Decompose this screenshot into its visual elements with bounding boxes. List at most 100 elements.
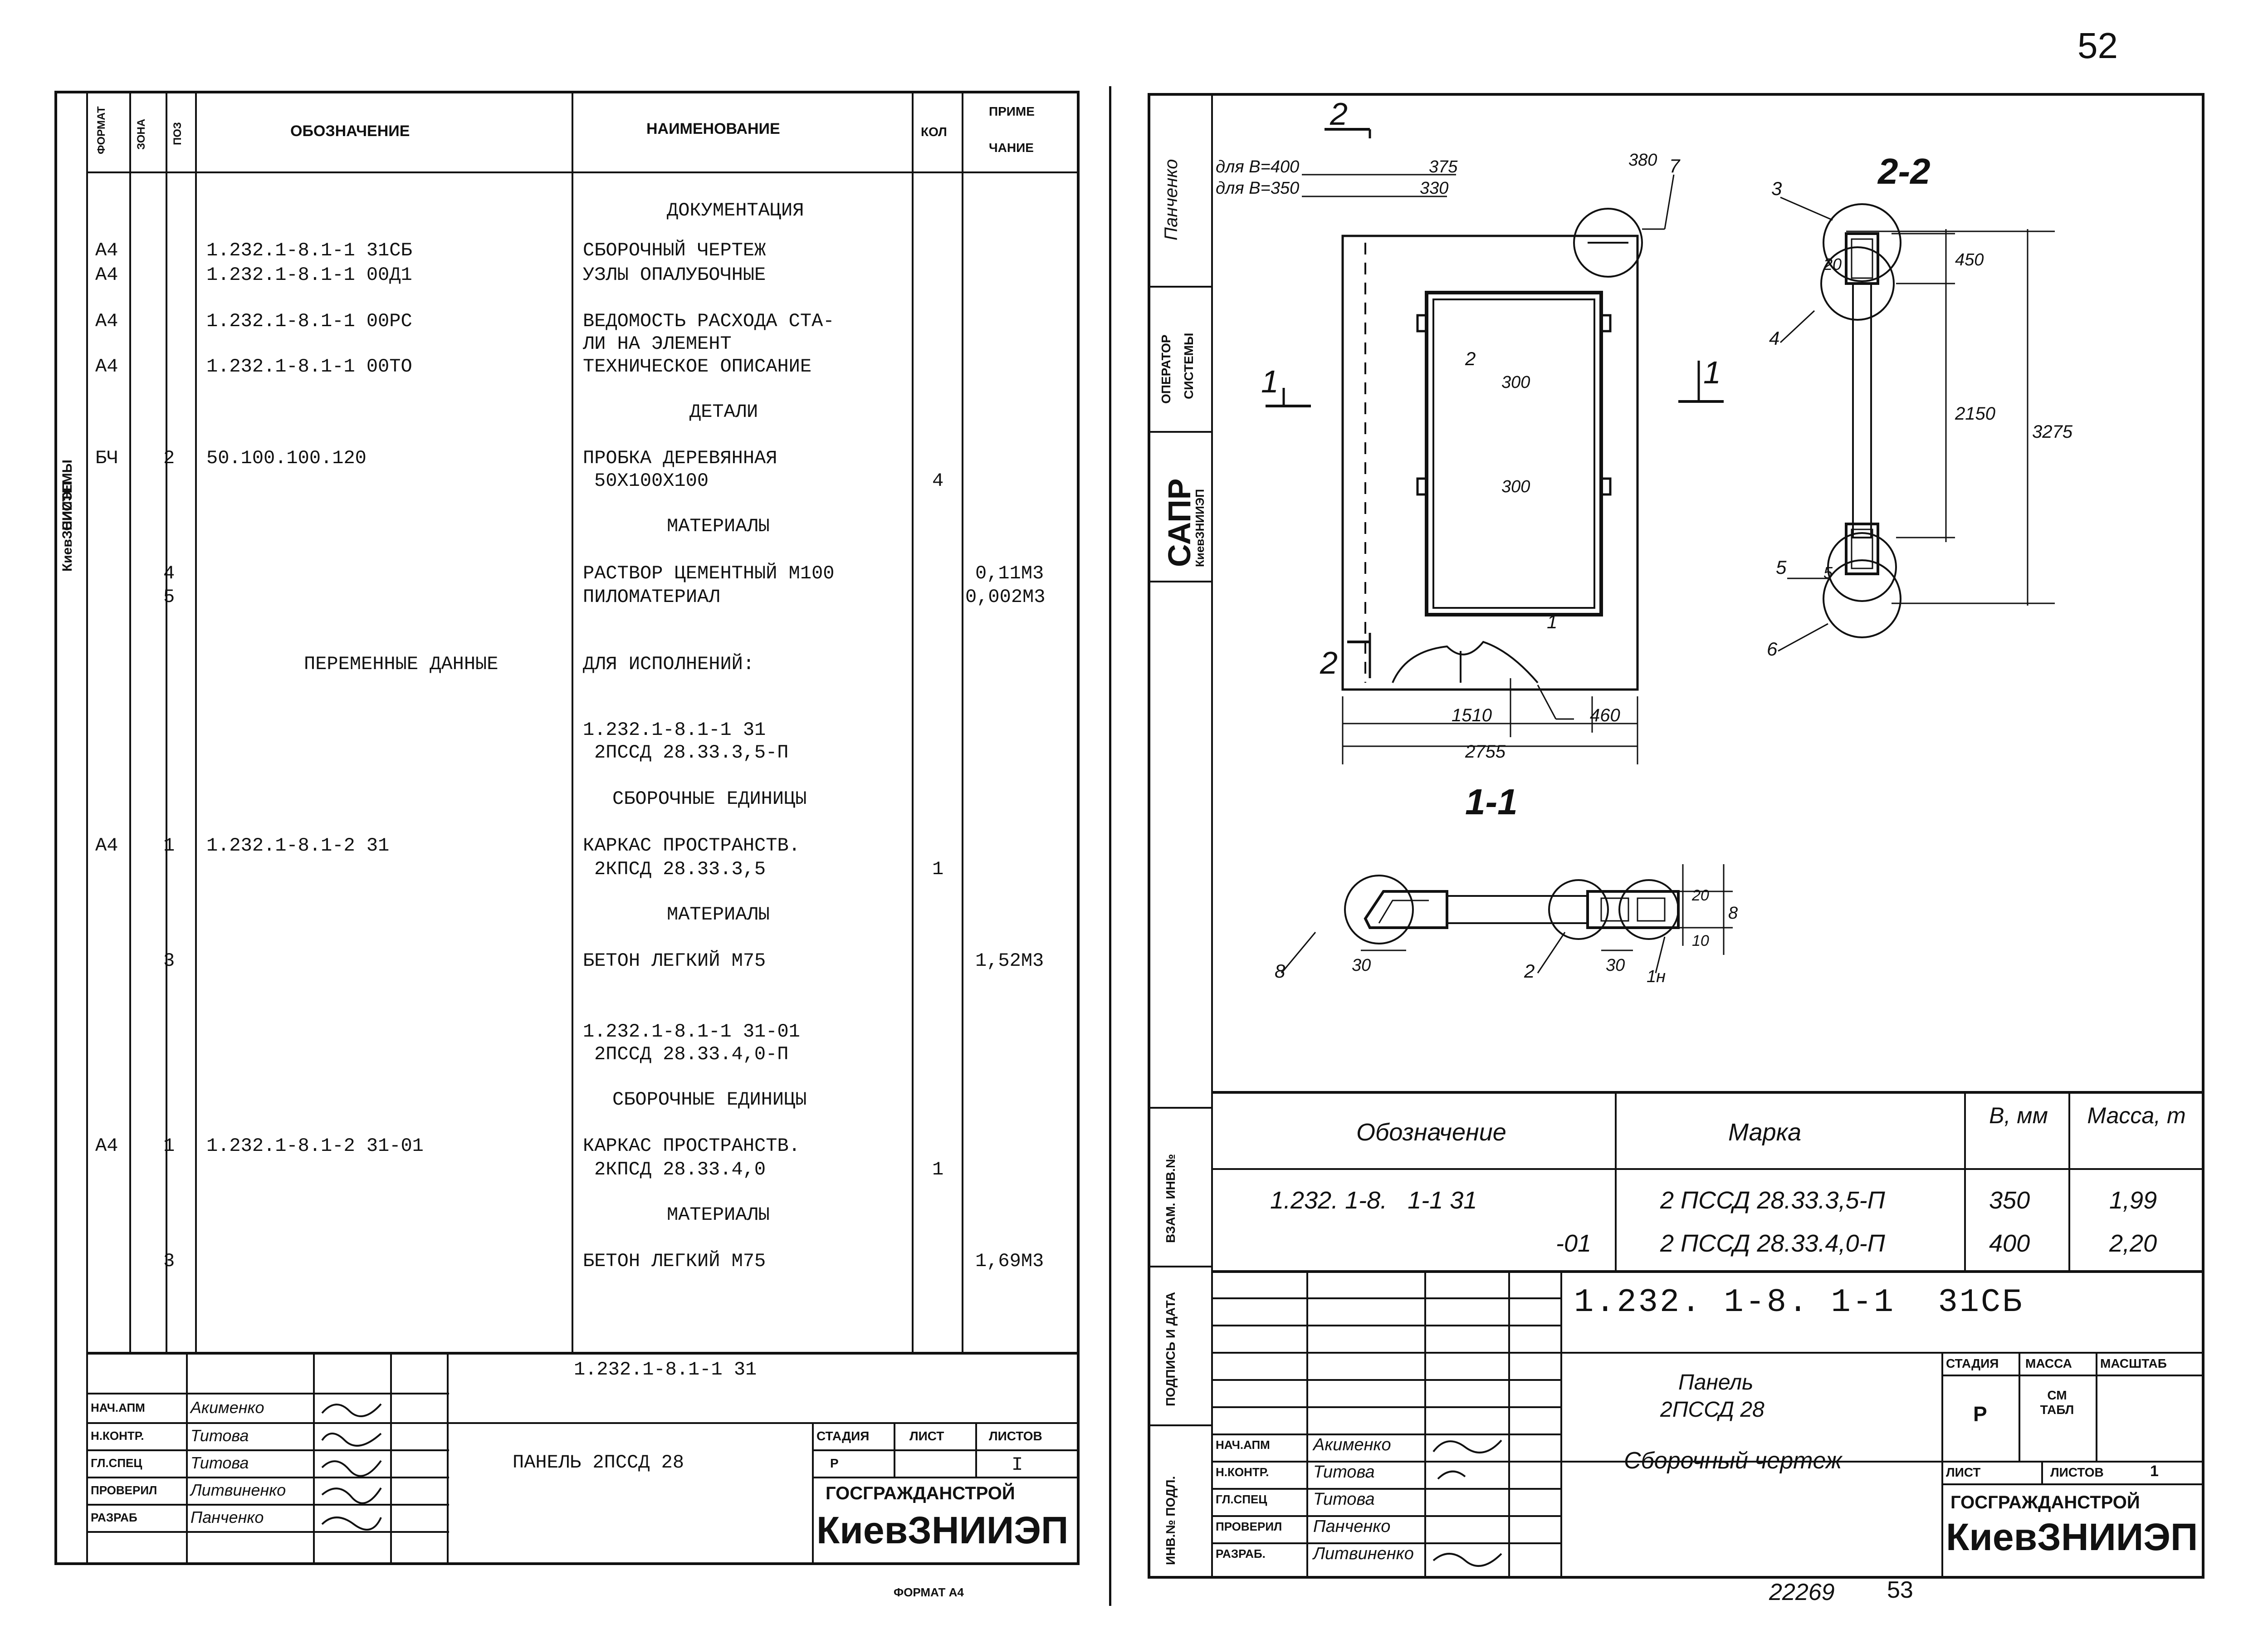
row-16-designation: 1.232.1-8.1-2 31 bbox=[206, 835, 390, 856]
row-5-format: А4 bbox=[95, 356, 118, 377]
right-frame bbox=[1148, 93, 2204, 1579]
row-3-designation: 1.232.1-8.1-1 00РС bbox=[206, 310, 412, 332]
right-stamp-mass-label: МАССА bbox=[2025, 1356, 2072, 1370]
row-12-name: ДЛЯ ИСПОЛНЕНИЙ: bbox=[583, 653, 755, 675]
dim-380: 380 bbox=[1628, 151, 1657, 170]
row-11-pos: 5 bbox=[163, 586, 175, 608]
dim-20a: 20 bbox=[1823, 255, 1842, 274]
row-5-designation: 1.232.1-8.1-1 00ТО bbox=[206, 356, 412, 377]
row-2-name: УЗЛЫ ОПАЛУБОЧНЫЕ bbox=[583, 264, 766, 286]
header-zone: ЗОНА bbox=[135, 118, 147, 150]
row-7-format: БЧ bbox=[95, 447, 118, 469]
left-frame bbox=[54, 91, 1080, 1565]
row-24-qty: 1 bbox=[932, 1159, 944, 1180]
right-stamp-code: 1.232. 1-8. 1-1 31СБ bbox=[1574, 1284, 2024, 1321]
row-5-name: ТЕХНИЧЕСКОЕ ОПИСАНИЕ bbox=[583, 356, 812, 377]
row-26-note: 1,69М3 bbox=[975, 1250, 1044, 1272]
right-role-1-name: Титова bbox=[1313, 1463, 1375, 1482]
dim-3275: 3275 bbox=[2032, 422, 2073, 442]
dim-8: 8 bbox=[1728, 904, 1738, 923]
callout-5: 5 bbox=[1776, 557, 1787, 578]
right-role-3-name: Панченко bbox=[1313, 1517, 1391, 1536]
table-row-1-b: 400 bbox=[1989, 1230, 2030, 1257]
table-row-1-mass: 2,20 bbox=[2109, 1230, 2157, 1257]
left-binding-line bbox=[86, 91, 88, 1565]
right-stamp-org: КиевЗНИИЭП bbox=[1946, 1516, 2198, 1558]
row-20-name: 1.232.1-8.1-1 31-01 bbox=[583, 1021, 800, 1042]
section-2-2-title: 2-2 bbox=[1877, 151, 1931, 191]
dim-460: 460 bbox=[1590, 705, 1620, 725]
cut-mark-1-left: 1 bbox=[1261, 364, 1279, 399]
right-signatures bbox=[1432, 1439, 1502, 1567]
sheet-divider bbox=[1109, 86, 1111, 1606]
row-23-name: КАРКАС ПРОСТРАНСТВ. bbox=[583, 1135, 800, 1157]
row-19-name: БЕТОН ЛЕГКИЙ М75 bbox=[583, 950, 766, 972]
dim-5: 5 bbox=[1823, 563, 1833, 582]
callout-8: 8 bbox=[1275, 960, 1286, 982]
header-pos: ПОЗ bbox=[171, 122, 184, 145]
right-role-4-name: Литвиненко bbox=[1313, 1544, 1414, 1563]
row-19-pos: 3 bbox=[163, 950, 175, 972]
row-1-name: СБОРОЧНЫЙ ЧЕРТЕЖ bbox=[583, 240, 766, 261]
row-2-format: А4 bbox=[95, 264, 118, 286]
row-3-format: А4 bbox=[95, 310, 118, 332]
left-stamp-code: 1.232.1-8.1-1 31 bbox=[574, 1359, 757, 1380]
left-stamp-title: ПАНЕЛЬ 2ПССД 28 bbox=[513, 1452, 684, 1473]
left-stamp-sheet-label: ЛИСТ bbox=[909, 1429, 944, 1443]
left-role-1-name: Титова bbox=[191, 1426, 249, 1445]
dim-375: 375 bbox=[1429, 157, 1458, 176]
row-1-designation: 1.232.1-8.1-1 31СБ bbox=[206, 240, 412, 261]
row-16-format: А4 bbox=[95, 835, 118, 856]
callout-2: 2 bbox=[1465, 348, 1476, 369]
row-26-pos: 3 bbox=[163, 1250, 175, 1272]
table-row-1-mark: 2 ПССД 28.33.4,0-П bbox=[1660, 1230, 1885, 1257]
right-stamp-sheets-label: ЛИСТОВ bbox=[2050, 1465, 2104, 1479]
row-19-note: 1,52М3 bbox=[975, 950, 1044, 972]
right-side-operator: ОПЕРАТОР bbox=[1159, 334, 1173, 404]
header-note-2: ЧАНИЕ bbox=[989, 141, 1034, 155]
dim-1510: 1510 bbox=[1452, 705, 1492, 725]
table-header-b: В, мм bbox=[1989, 1103, 2048, 1128]
header-name: НАИМЕНОВАНИЕ bbox=[646, 120, 780, 137]
dim-330: 330 bbox=[1420, 179, 1448, 198]
table-row-0-b: 350 bbox=[1989, 1187, 2030, 1214]
row-1-format: А4 bbox=[95, 240, 118, 261]
drawing-views: 2 2 1 1 2-2 1-1 для В=400 для В=350 375 … bbox=[1216, 96, 2073, 986]
right-role-3: ПРОВЕРИЛ bbox=[1216, 1520, 1282, 1533]
section-1-1-title: 1-1 bbox=[1465, 782, 1518, 822]
row-16-name: КАРКАС ПРОСТРАНСТВ. bbox=[583, 835, 800, 856]
dim-30b: 30 bbox=[1606, 956, 1625, 975]
table-row-0-mark: 2 ПССД 28.33.3,5-П bbox=[1660, 1187, 1885, 1214]
left-role-0: НАЧ.АПМ bbox=[91, 1401, 145, 1414]
page-number: 52 bbox=[2077, 25, 2118, 66]
right-role-2: ГЛ.СПЕЦ bbox=[1216, 1492, 1267, 1506]
row-23-designation: 1.232.1-8.1-2 31-01 bbox=[206, 1135, 424, 1157]
row-11-note: 0,002М3 bbox=[965, 586, 1046, 608]
right-side-sapr: САПР bbox=[1162, 478, 1197, 567]
row-13-name: 1.232.1-8.1-1 31 bbox=[583, 719, 766, 741]
callout-6: 6 bbox=[1767, 638, 1778, 660]
row-6-name: ДЕТАЛИ bbox=[689, 401, 758, 423]
table-row-0-designation: 1.232. 1-8. 1-1 31 bbox=[1270, 1187, 1477, 1214]
dim-2755: 2755 bbox=[1465, 742, 1506, 762]
right-stamp-stage-label: СТАДИЯ bbox=[1946, 1356, 1999, 1370]
left-role-4: РАЗРАБ bbox=[91, 1511, 137, 1524]
row-3-name: ВЕДОМОСТЬ РАСХОДА СТА- bbox=[583, 310, 835, 332]
row-23-pos: 1 bbox=[163, 1135, 175, 1157]
left-role-3: ПРОВЕРИЛ bbox=[91, 1483, 157, 1497]
row-22-name: СБОРОЧНЫЕ ЕДИНИЦЫ bbox=[612, 1089, 807, 1111]
row-7-pos: 2 bbox=[163, 447, 175, 469]
right-side-author: Панченко bbox=[1161, 159, 1181, 240]
left-stamp-stage-label: СТАДИЯ bbox=[816, 1429, 870, 1443]
row-17-qty: 1 bbox=[932, 858, 944, 880]
row-9-name: МАТЕРИАЛЫ bbox=[667, 515, 770, 537]
row-4-name: ЛИ НА ЭЛЕМЕНТ bbox=[583, 333, 732, 355]
row-2-designation: 1.232.1-8.1-1 00Д1 bbox=[206, 264, 412, 286]
left-role-4-name: Панченко bbox=[191, 1508, 264, 1526]
row-17-name: 2КПСД 28.33.3,5 bbox=[594, 858, 766, 880]
row-10-note: 0,11М3 bbox=[975, 563, 1044, 584]
left-role-3-name: Литвиненко bbox=[191, 1481, 286, 1499]
row-14-name: 2ПССД 28.33.3,5-П bbox=[594, 742, 789, 763]
row-26-name: БЕТОН ЛЕГКИЙ М75 bbox=[583, 1250, 766, 1272]
side-label-org: КиевЗНИИЭП bbox=[60, 481, 75, 572]
